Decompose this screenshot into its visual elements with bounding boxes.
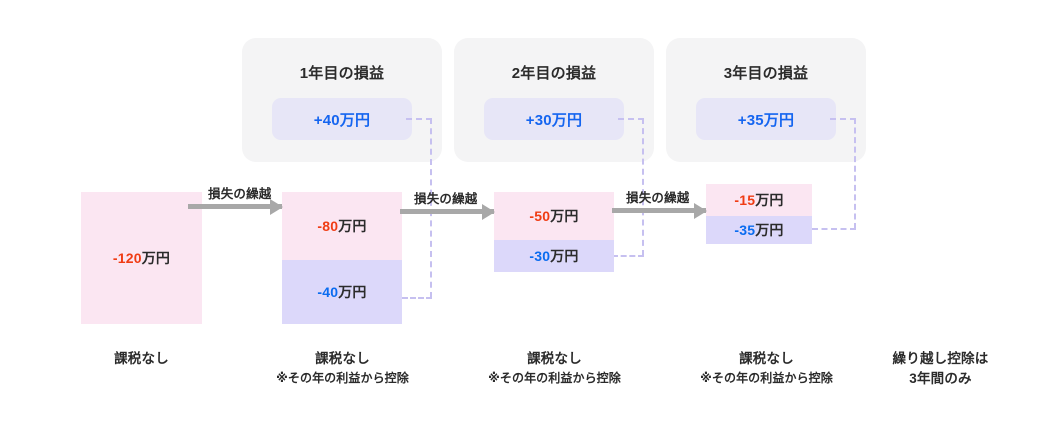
loss-amount-number: -120 xyxy=(112,250,142,266)
loss-bar-initial-segment-pink: -120万円 xyxy=(81,192,202,324)
carryforward-arrow-1-label: 損失の繰越 xyxy=(208,187,272,201)
deducted-amount-unit: 万円 xyxy=(338,284,367,300)
carryforward-arrow-1 xyxy=(188,204,282,209)
profit-amount-value: +30万円 xyxy=(525,111,583,129)
caption-sub: ※その年の利益から控除 xyxy=(700,371,833,386)
profit-card-year2: 2年目の損益 +30万円 xyxy=(454,38,654,162)
caption-sub: ※その年の利益から控除 xyxy=(276,371,409,386)
profit-amount-chip: +35万円 xyxy=(696,98,836,140)
dashed-connector-year1-vertical xyxy=(430,118,432,298)
deducted-amount-number: -35 xyxy=(734,222,756,238)
loss-amount-unit: 万円 xyxy=(141,250,171,266)
caption-year2: 課税なし ※その年の利益から控除 xyxy=(474,349,635,387)
caption-main: 課税なし xyxy=(114,351,169,366)
dashed-connector-year2-top xyxy=(618,118,644,120)
carryforward-arrow-2-label: 損失の繰越 xyxy=(414,192,478,206)
caption-sub: ※その年の利益から控除 xyxy=(488,371,621,386)
dashed-connector-year2-vertical xyxy=(642,118,644,256)
deducted-amount-unit: 万円 xyxy=(550,248,579,264)
loss-amount-unit: 万円 xyxy=(550,208,579,224)
profit-amount-chip: +40万円 xyxy=(272,98,412,140)
loss-bar-year3-segment-pink: -15万円 xyxy=(706,184,812,216)
profit-card-title: 2年目の損益 xyxy=(511,65,597,82)
profit-card-year3: 3年目の損益 +35万円 xyxy=(666,38,866,162)
loss-bar-year2-segment-deducted: -30万円 xyxy=(494,240,614,272)
loss-amount-label: -120万円 xyxy=(113,248,170,268)
profit-amount-chip: +30万円 xyxy=(484,98,624,140)
loss-amount-number: -50 xyxy=(529,208,551,224)
profit-card-year1: 1年目の損益 +40万円 xyxy=(242,38,442,162)
loss-amount-label: -15万円 xyxy=(734,190,783,210)
loss-bar-year2-segment-pink: -50万円 xyxy=(494,192,614,240)
loss-bar-year1-segment-deducted: -40万円 xyxy=(282,260,402,324)
deducted-amount-label: -30万円 xyxy=(529,246,578,266)
dashed-connector-year1-bottom xyxy=(402,297,432,299)
carryforward-arrow-3 xyxy=(612,208,706,213)
loss-bar-year3-segment-deducted: -35万円 xyxy=(706,216,812,244)
profit-card-title: 3年目の損益 xyxy=(723,65,809,82)
profit-card-title: 1年目の損益 xyxy=(299,65,385,82)
caption-main: 課税なし xyxy=(527,351,582,366)
caption-year3: 課税なし ※その年の利益から控除 xyxy=(686,349,847,387)
loss-amount-unit: 万円 xyxy=(755,192,784,208)
profit-amount-value: +40万円 xyxy=(313,111,371,129)
caption-main: 課税なし xyxy=(315,351,370,366)
dashed-connector-year3-top xyxy=(830,118,856,120)
caption-year1: 課税なし ※その年の利益から控除 xyxy=(262,349,423,387)
caption-sub: 3年間のみ xyxy=(909,371,972,387)
loss-amount-label: -80万円 xyxy=(317,216,366,236)
deducted-amount-unit: 万円 xyxy=(755,222,784,238)
deducted-amount-number: -30 xyxy=(529,248,551,264)
caption-initial: 課税なし xyxy=(61,349,222,369)
carryforward-arrow-3-label: 損失の繰越 xyxy=(626,191,690,205)
loss-amount-unit: 万円 xyxy=(338,218,367,234)
caption-main: 繰り越し控除は xyxy=(892,351,989,366)
deducted-amount-label: -35万円 xyxy=(734,220,783,240)
deducted-amount-number: -40 xyxy=(317,284,339,300)
dashed-connector-year3-vertical xyxy=(854,118,856,229)
profit-amount-value: +35万円 xyxy=(737,111,795,129)
dashed-connector-year3-bottom xyxy=(812,228,856,230)
caption-main: 課税なし xyxy=(739,351,794,366)
deducted-amount-label: -40万円 xyxy=(317,282,366,302)
carryforward-arrow-2 xyxy=(400,209,494,214)
loss-amount-label: -50万円 xyxy=(529,206,578,226)
caption-limit-note: 繰り越し控除は 3年間のみ xyxy=(860,349,1021,390)
loss-amount-number: -15 xyxy=(734,192,756,208)
dashed-connector-year1-top xyxy=(406,118,432,120)
loss-bar-year1-segment-pink: -80万円 xyxy=(282,192,402,260)
loss-amount-number: -80 xyxy=(317,218,339,234)
dashed-connector-year2-bottom xyxy=(612,255,644,257)
